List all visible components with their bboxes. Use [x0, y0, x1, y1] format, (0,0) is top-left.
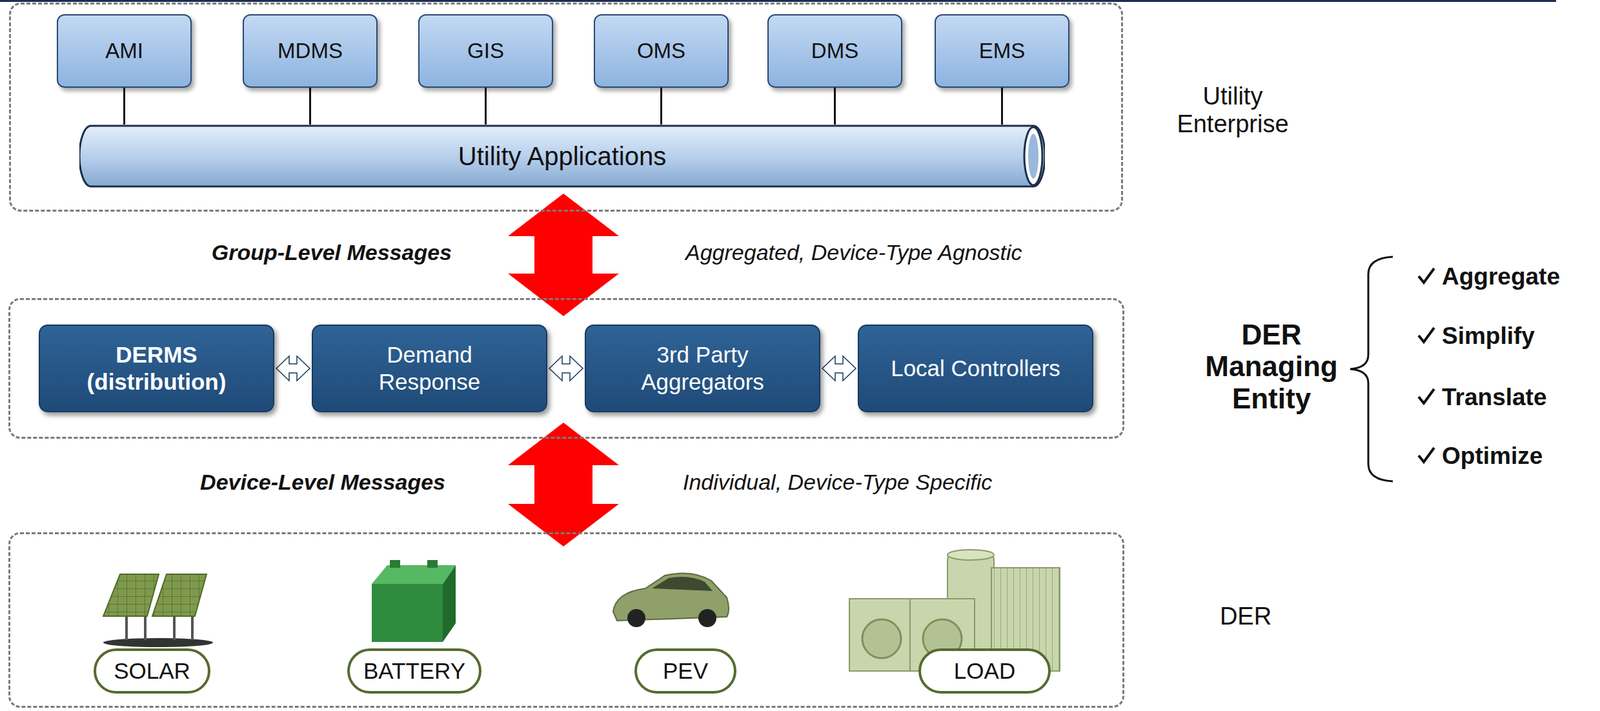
- message-flow-arrow: [507, 422, 619, 547]
- region-heading: Utility Enterprise: [1148, 82, 1317, 138]
- cylinder-end: [1024, 127, 1043, 186]
- node-label: LOAD: [953, 658, 1016, 685]
- role-check-item: Aggregate: [1441, 263, 1597, 291]
- application-box: AMI: [56, 14, 192, 88]
- node-label: BATTERY: [363, 658, 466, 685]
- bus-link: [123, 87, 126, 125]
- node-label: EMS: [979, 38, 1026, 64]
- application-bus-cylinder: Utility Applications: [79, 124, 1045, 188]
- der-region: DERSOLARBATTERYPEVLOAD: [8, 532, 1125, 709]
- peer-arrow: [822, 356, 856, 381]
- cylinder-body: [79, 125, 1045, 187]
- bus-link: [309, 87, 312, 125]
- der-pill: PEV: [634, 648, 737, 694]
- bus-link: [833, 87, 836, 125]
- node-label: Demand Response: [342, 341, 517, 396]
- managing-entity-box: DERMS (distribution): [38, 324, 275, 413]
- peer-arrow: [549, 356, 583, 381]
- top-rule: [0, 0, 1557, 2]
- peer-arrow: [276, 356, 310, 381]
- role-check-item: Translate: [1441, 384, 1597, 412]
- node-label: DERMS (distribution): [69, 341, 244, 396]
- node-label: DMS: [811, 38, 859, 64]
- solar-icon: [103, 574, 213, 648]
- managing-entity-box: 3rd Party Aggregators: [584, 324, 821, 413]
- message-label: Group-Level Messages: [103, 240, 452, 266]
- managing-entity-box: Local Controllers: [857, 324, 1094, 413]
- application-box: MDMS: [242, 14, 378, 88]
- application-box: EMS: [934, 14, 1070, 88]
- role-check-item: Simplify: [1441, 322, 1597, 350]
- bus-link: [660, 87, 663, 125]
- role-check-item: Optimize: [1441, 442, 1597, 470]
- car-icon: [613, 573, 729, 628]
- bus-link: [484, 87, 487, 125]
- der-pill: LOAD: [918, 648, 1051, 694]
- node-label: SOLAR: [113, 658, 191, 685]
- utility-enterprise-region: Utility EnterpriseAMIMDMSGISOMSDMSEMSUti…: [9, 2, 1124, 212]
- application-box: OMS: [593, 14, 729, 88]
- node-label: GIS: [467, 38, 505, 64]
- node-label: Utility Applications: [458, 141, 667, 172]
- der-managing-region: DER Managing EntityDERMS (distribution)D…: [8, 298, 1125, 439]
- region-heading: DER: [1181, 602, 1311, 631]
- node-label: PEV: [662, 658, 709, 685]
- brace: [1350, 256, 1393, 482]
- der-pill: BATTERY: [347, 648, 482, 694]
- node-label: Local Controllers: [890, 354, 1061, 383]
- check-marks: [1418, 268, 1435, 463]
- application-box: DMS: [767, 14, 903, 88]
- node-label: MDMS: [277, 38, 343, 64]
- region-heading: DER Managing Entity: [1194, 318, 1349, 415]
- cylinder-end-inner: [1028, 133, 1039, 179]
- bus-link: [1001, 87, 1003, 125]
- application-box: GIS: [418, 14, 554, 88]
- node-label: AMI: [105, 38, 144, 64]
- message-label: Individual, Device-Type Specific: [682, 469, 1096, 496]
- battery-icon: [371, 560, 456, 643]
- managing-entity-box: Demand Response: [311, 324, 548, 413]
- node-label: 3rd Party Aggregators: [615, 341, 790, 396]
- message-label: Aggregated, Device-Type Agnostic: [685, 240, 1099, 266]
- der-pill: SOLAR: [93, 648, 211, 694]
- message-label: Device-Level Messages: [96, 469, 446, 496]
- node-label: OMS: [637, 38, 686, 64]
